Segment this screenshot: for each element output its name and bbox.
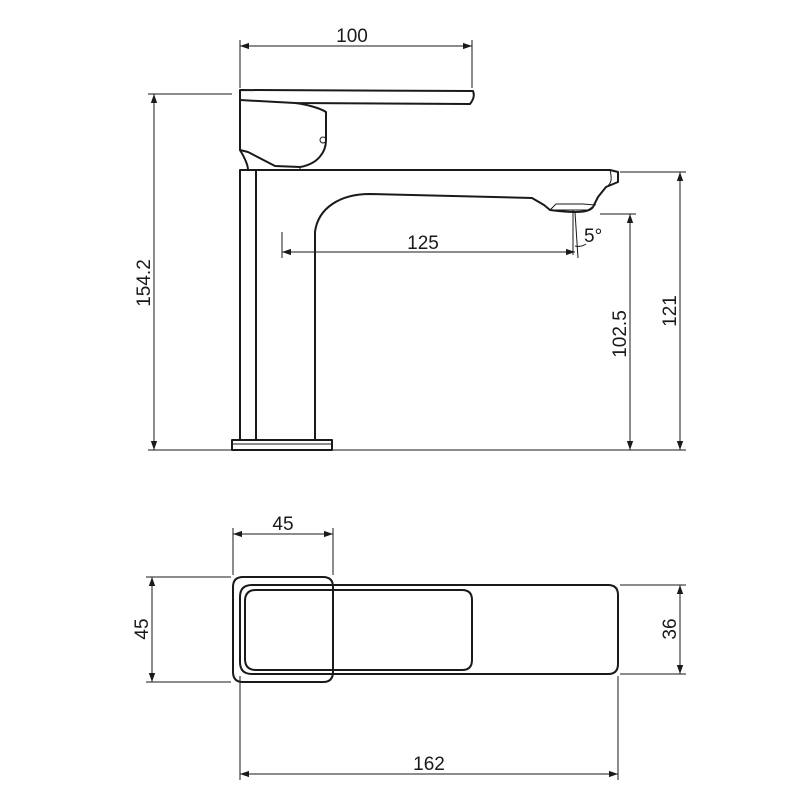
lever-body bbox=[239, 99, 327, 168]
dim-lever-width: 100 bbox=[239, 26, 473, 88]
dim-body-width-label: 45 bbox=[272, 514, 293, 535]
lever-neck bbox=[239, 149, 249, 171]
dim-body-depth: 45 bbox=[132, 576, 231, 683]
dim-total-length-label: 162 bbox=[413, 754, 445, 775]
dim-spout-top-height: 121 bbox=[620, 171, 686, 450]
tap-body-outline bbox=[239, 169, 619, 441]
spout-top-outline bbox=[239, 584, 619, 675]
dim-spout-reach-label: 125 bbox=[407, 233, 439, 254]
base-plate bbox=[231, 439, 333, 451]
dim-spout-angle: 5° bbox=[572, 210, 602, 259]
top-view: 45 45 36 162 bbox=[132, 514, 686, 780]
dim-spout-depth: 36 bbox=[620, 584, 686, 675]
dim-total-height: 154.2 bbox=[134, 93, 232, 451]
dim-spout-angle-label: 5° bbox=[584, 226, 602, 247]
spout-inner-curve bbox=[605, 169, 612, 188]
lever-pivot bbox=[319, 136, 327, 144]
lever-top bbox=[244, 589, 473, 671]
dim-lever-width-label: 100 bbox=[336, 26, 368, 47]
dim-spout-top-height-label: 121 bbox=[660, 295, 681, 327]
dim-spout-reach: 125 bbox=[281, 232, 575, 258]
dim-outlet-height-label: 102.5 bbox=[610, 310, 631, 358]
lever-handle bbox=[239, 89, 475, 105]
spout-outlet bbox=[548, 203, 597, 211]
dim-body-width: 45 bbox=[232, 514, 334, 575]
side-view: 100 154.2 125 5° 102.5 bbox=[134, 26, 686, 451]
dim-spout-depth-label: 36 bbox=[660, 618, 681, 639]
base-square bbox=[232, 576, 334, 683]
dim-outlet-height: 102.5 bbox=[332, 213, 686, 451]
dim-total-length: 162 bbox=[239, 676, 619, 780]
dim-total-height-label: 154.2 bbox=[134, 259, 155, 307]
dim-body-depth-label: 45 bbox=[132, 618, 153, 639]
